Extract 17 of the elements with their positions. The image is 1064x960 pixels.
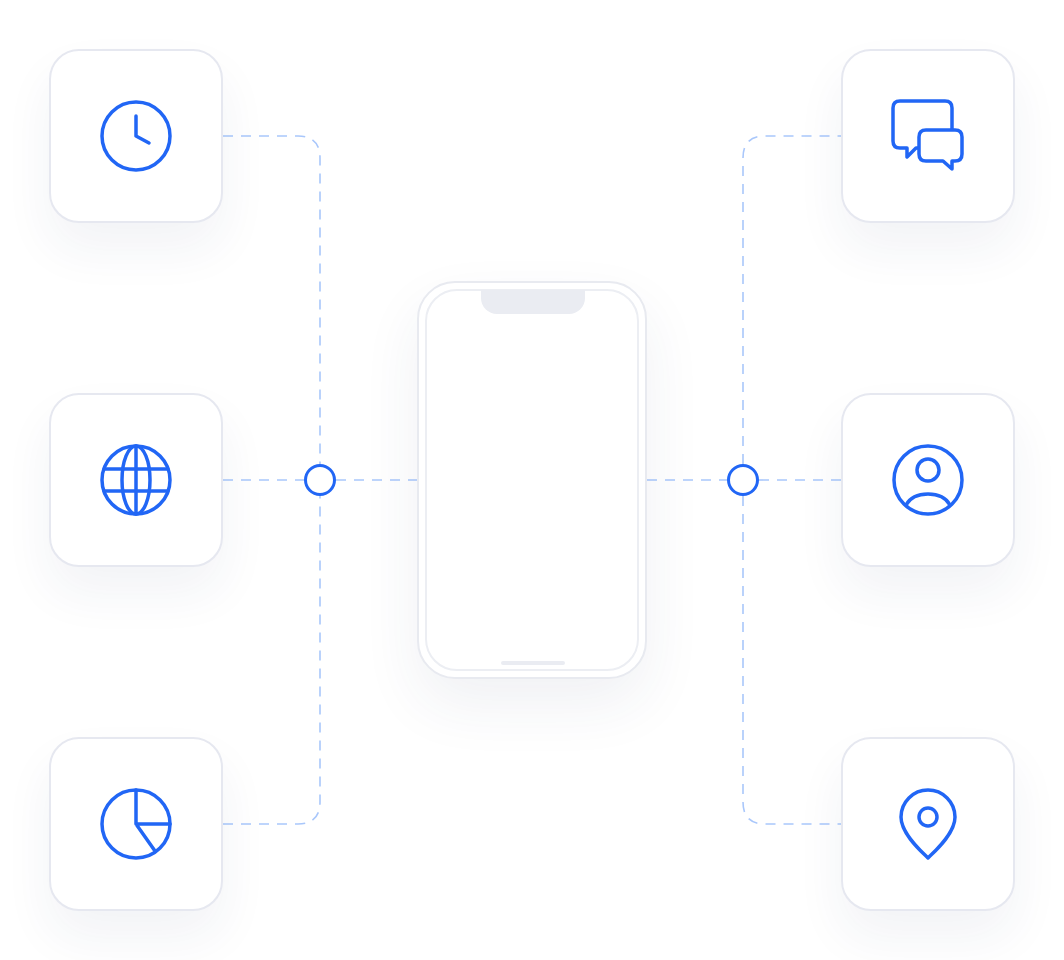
dashed-connector — [222, 135, 321, 465]
icon-tile — [49, 393, 223, 567]
icon-tile — [49, 737, 223, 911]
icon-tile — [841, 393, 1015, 567]
dashed-connector — [222, 479, 305, 481]
smartphone-illustration — [417, 281, 647, 679]
dashed-connector — [758, 479, 842, 481]
dashed-connector — [742, 495, 842, 825]
icon-tile — [49, 49, 223, 223]
icon-tile — [841, 49, 1015, 223]
icon-tile — [841, 737, 1015, 911]
junction-circle — [304, 464, 336, 496]
dashed-connector — [335, 479, 418, 481]
dashed-connector — [222, 495, 321, 825]
junction-circle — [727, 464, 759, 496]
dashed-connector — [646, 479, 728, 481]
dashed-connector — [742, 135, 842, 465]
